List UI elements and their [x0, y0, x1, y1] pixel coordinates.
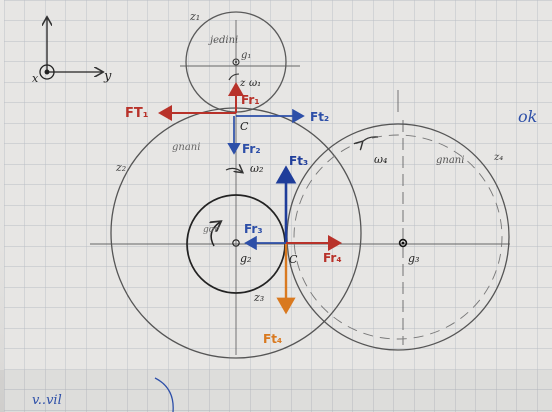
rotation-arrow-z3	[211, 222, 220, 247]
label-g2: g₂	[240, 252, 251, 265]
gear-z3-hub	[232, 239, 240, 247]
label-ft4: Ft₄	[263, 332, 282, 346]
rotation-arrow-w1	[228, 73, 240, 81]
label-c-top: C	[240, 120, 249, 133]
label-fr3: Fr₃	[244, 222, 263, 236]
label-ft2: Ft₂	[310, 110, 329, 124]
rotation-arrow-w4	[362, 136, 379, 142]
label-g2-text: gor	[203, 225, 219, 235]
rotation-arrow-w2	[225, 168, 242, 172]
label-g3: g₃	[408, 252, 419, 265]
label-fr4: Fr₄	[323, 251, 342, 265]
label-z4: z₄	[493, 152, 503, 163]
label-ft3: Ft₃	[289, 154, 308, 168]
label-g1: g₁	[241, 50, 251, 61]
bottom-scribble: v..vil	[32, 393, 62, 408]
label-w2: ω₂	[250, 162, 263, 175]
label-fr1: Fr₁	[241, 93, 260, 107]
label-edge-ok: ok	[518, 107, 537, 126]
label-c-mid: C	[289, 253, 298, 266]
label-axis-z: z	[239, 78, 246, 89]
gear-z1-hub	[232, 58, 240, 66]
label-z2: z₂	[115, 161, 126, 174]
axis-triad	[39, 18, 102, 80]
label-w1: ω₁	[249, 78, 261, 89]
label-z1: z₁	[189, 10, 200, 23]
gear-g3-hub	[398, 238, 408, 248]
label-z2-text: gnani	[172, 142, 200, 153]
label-z4-text: gnani	[436, 155, 464, 166]
axis-y-label: y	[103, 69, 112, 84]
label-ft1: FT₁	[125, 106, 148, 121]
label-z1-text: jedini	[208, 35, 238, 46]
label-fr2: Fr₂	[242, 142, 261, 156]
axis-x-label: x	[32, 72, 39, 85]
label-w4: ω₄	[374, 153, 387, 166]
label-z3: z₃	[253, 291, 264, 304]
